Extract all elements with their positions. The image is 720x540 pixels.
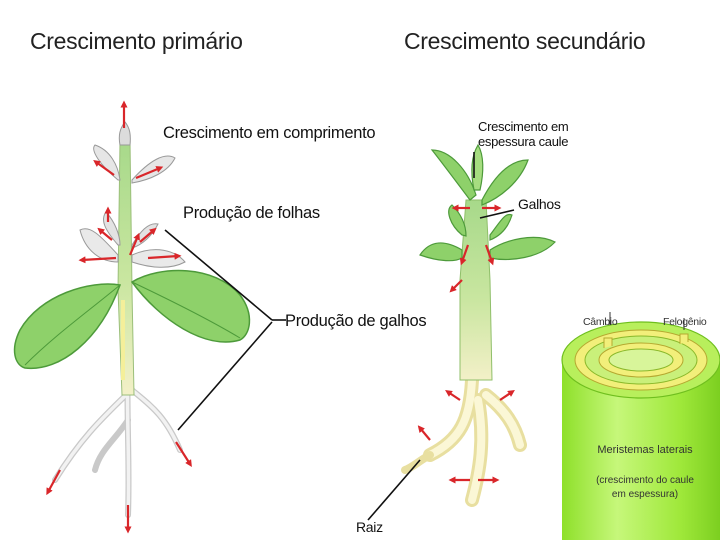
secondary-growth-arrows: [417, 204, 515, 484]
title-primary-growth: Crescimento primário: [30, 28, 243, 54]
label-phellogen: Felogênio: [663, 316, 707, 328]
primary-plant: [13, 100, 251, 534]
stem-cylinder: [561, 312, 720, 540]
label-root: Raiz: [356, 519, 383, 535]
primary-root: [52, 357, 183, 518]
label-branches: Galhos: [518, 196, 561, 212]
label-leaf-production: Produção de folhas: [183, 204, 320, 222]
label-length-growth: Crescimento em comprimento: [163, 124, 376, 142]
label-caption-line2: em espessura): [611, 489, 679, 500]
title-secondary-growth: Crescimento secundário: [404, 28, 646, 54]
primary-stem: [117, 139, 135, 396]
label-caption-line1: (crescimento do caule: [596, 475, 694, 486]
label-thickness-line2: espessura caule: [478, 134, 569, 149]
label-lateral-meristems: Meristemas laterais: [597, 444, 693, 456]
primary-leaf-right: [130, 269, 251, 343]
label-thickness-line1: Crescimento em: [478, 119, 569, 134]
secondary-plant: [401, 143, 556, 507]
primary-growth-arrows: [46, 100, 192, 534]
label-cambium: Câmbio: [583, 316, 618, 328]
primary-leaf-left: [13, 283, 122, 370]
label-thickness-growth: Crescimento em espessura caule: [478, 119, 569, 149]
label-cylinder-caption: (crescimento do caule em espessura): [580, 474, 710, 502]
label-branch-production: Produção de galhos: [285, 312, 427, 330]
secondary-leader-lines: [367, 152, 515, 521]
primary-leader-lines: [164, 229, 286, 431]
